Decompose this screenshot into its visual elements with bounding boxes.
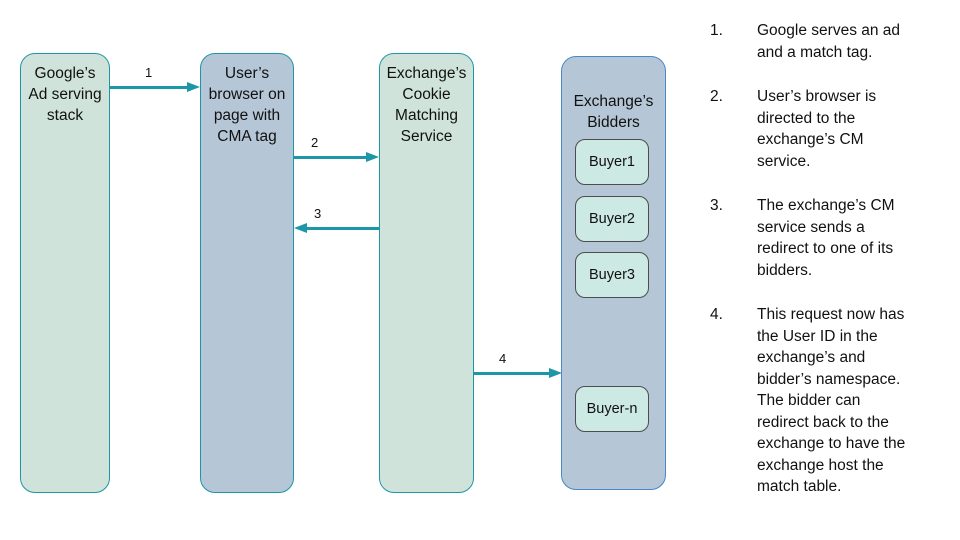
arrow-step-1: 1 (109, 65, 200, 92)
arrow-4-label: 4 (499, 351, 507, 366)
note-item-1: 1. Google serves an ad and a match tag. (690, 20, 958, 63)
arrow-3-label: 3 (314, 206, 322, 221)
arrow-step-3: 3 (294, 206, 379, 233)
buyer-2-box: Buyer2 (575, 196, 649, 242)
node-google-ad-serving-stack: Google’s Ad serving stack (20, 53, 110, 493)
note-3-number: 3. (710, 197, 723, 214)
buyer-3-box: Buyer3 (575, 252, 649, 298)
arrow-right-icon (187, 82, 200, 92)
note-4-number: 4. (710, 306, 723, 323)
arrow-2-shaft (294, 155, 368, 159)
arrow-2-label: 2 (311, 135, 319, 150)
note-item-3: 3. The exchange’s CM service sends a red… (690, 195, 958, 281)
buyer-1-box: Buyer1 (575, 139, 649, 185)
node-cookie-matching-service: Exchange’s Cookie Matching Service (379, 53, 474, 493)
arrow-step-2: 2 (294, 135, 379, 162)
buyer-n-box: Buyer-n (575, 386, 649, 432)
arrow-step-4: 4 (473, 351, 562, 378)
arrow-1-label: 1 (145, 65, 153, 80)
arrow-4-shaft (473, 371, 551, 375)
arrow-3-shaft (305, 226, 379, 230)
note-1-number: 1. (710, 22, 723, 39)
node-exchange-bidders: Exchange’s Bidders Buyer1 Buyer2 Buyer3 … (561, 56, 666, 490)
arrow-right-icon (549, 368, 562, 378)
arrow-left-icon (294, 223, 307, 233)
explanation-list: 1. Google serves an ad and a match tag. … (690, 20, 958, 521)
note-3-text: The exchange’s CM service sends a redire… (757, 197, 895, 279)
arrow-right-icon (366, 152, 379, 162)
note-2-text: User’s browser is directed to the exchan… (757, 88, 877, 170)
note-item-4: 4. This request now has the User ID in t… (690, 304, 958, 498)
note-2-number: 2. (710, 88, 723, 105)
note-item-2: 2. User’s browser is directed to the exc… (690, 86, 958, 172)
exchange-bidders-label: Exchange’s Bidders (573, 93, 654, 131)
note-1-text: Google serves an ad and a match tag. (757, 22, 901, 61)
note-4-text: This request now has the User ID in the … (757, 306, 906, 495)
node-users-browser: User’s browser on page with CMA tag (200, 53, 294, 493)
arrow-1-shaft (109, 85, 189, 89)
